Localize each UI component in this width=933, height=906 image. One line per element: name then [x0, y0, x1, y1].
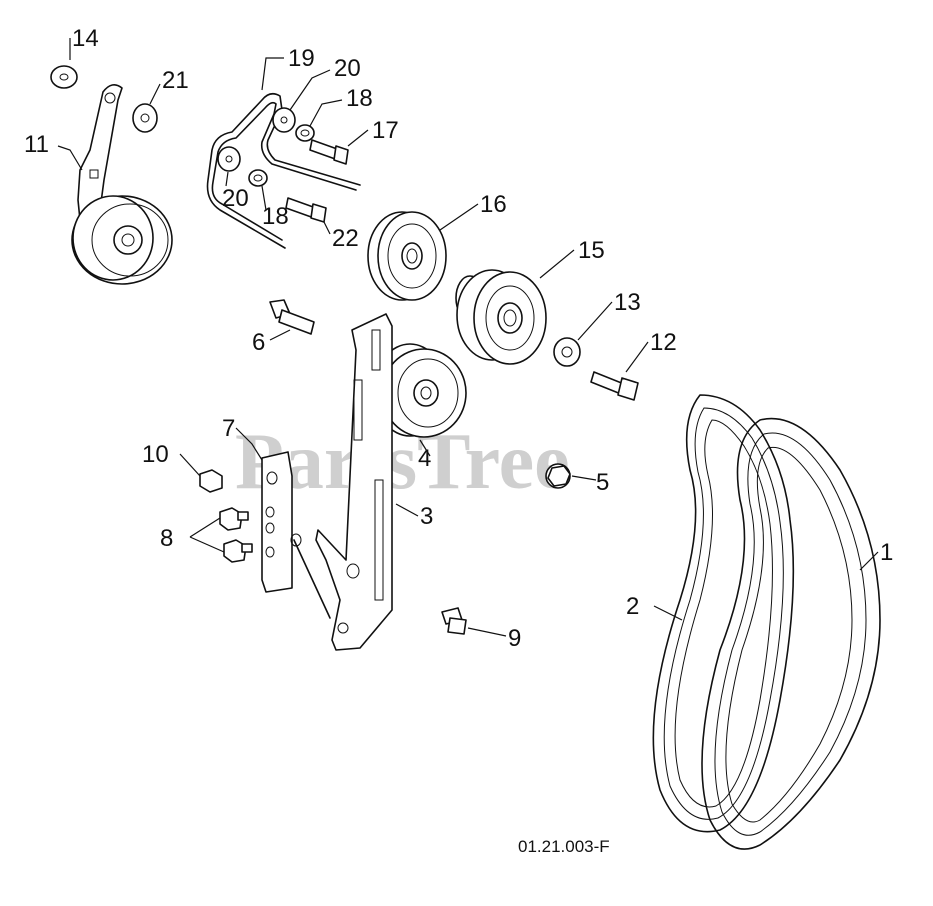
callout-7: 7 [222, 415, 235, 442]
leader-lines [57, 38, 879, 637]
part-19-rod [206, 92, 361, 249]
callout-14: 14 [72, 25, 99, 52]
callout-18-lower: 18 [262, 203, 289, 230]
part-18-clip-upper [295, 124, 315, 142]
part-3-bracket [315, 313, 393, 651]
part-6-bolt [269, 299, 315, 335]
part-20-washer-lower [217, 146, 241, 172]
callout-12: 12 [650, 329, 677, 356]
callout-16: 16 [480, 191, 507, 218]
part-22-bolt [285, 197, 327, 223]
part-1-belt [701, 417, 881, 850]
callout-19: 19 [288, 45, 315, 72]
callout-1: 1 [880, 539, 893, 566]
callout-22: 22 [332, 225, 359, 252]
callout-21: 21 [162, 67, 189, 94]
part-17-bolt [309, 139, 349, 165]
part-9-bolt [441, 607, 467, 635]
part-10-nut [199, 469, 223, 493]
part-13-washer [553, 337, 581, 367]
callout-20-lower: 20 [222, 185, 249, 212]
callout-6: 6 [252, 329, 265, 356]
part-14-washer [50, 65, 78, 89]
callout-11: 11 [24, 131, 49, 158]
part-8-bolt-upper [219, 507, 249, 531]
part-16-pulley [367, 211, 447, 301]
callout-15: 15 [578, 237, 605, 264]
part-2-belt [652, 394, 795, 833]
callout-4: 4 [418, 445, 431, 472]
callout-13: 13 [614, 289, 641, 316]
part-8-bolt-lower [223, 539, 253, 563]
callout-10: 10 [142, 441, 169, 468]
callout-8: 8 [160, 525, 173, 552]
callout-2: 2 [626, 593, 639, 620]
callout-5: 5 [596, 469, 609, 496]
drawing-code: 01.21.003-F [518, 837, 610, 856]
callout-18-upper: 18 [346, 85, 373, 112]
part-12-bolt [590, 371, 639, 401]
callout-9: 9 [508, 625, 521, 652]
callout-17: 17 [372, 117, 399, 144]
part-7-plate [261, 451, 331, 619]
part-18-clip-lower [248, 169, 268, 187]
part-15-pulley [455, 269, 547, 365]
part-11-idler-pulley [71, 195, 173, 285]
callout-3: 3 [420, 503, 433, 530]
part-11-idler-arm [77, 84, 123, 241]
callout-labels: 14 21 11 19 20 18 17 20 18 22 16 15 13 1… [24, 25, 893, 652]
callout-20-upper: 20 [334, 55, 361, 82]
part-20-washer-upper [272, 107, 296, 133]
part-21-washer [132, 103, 158, 133]
part-5-nut [545, 463, 571, 489]
